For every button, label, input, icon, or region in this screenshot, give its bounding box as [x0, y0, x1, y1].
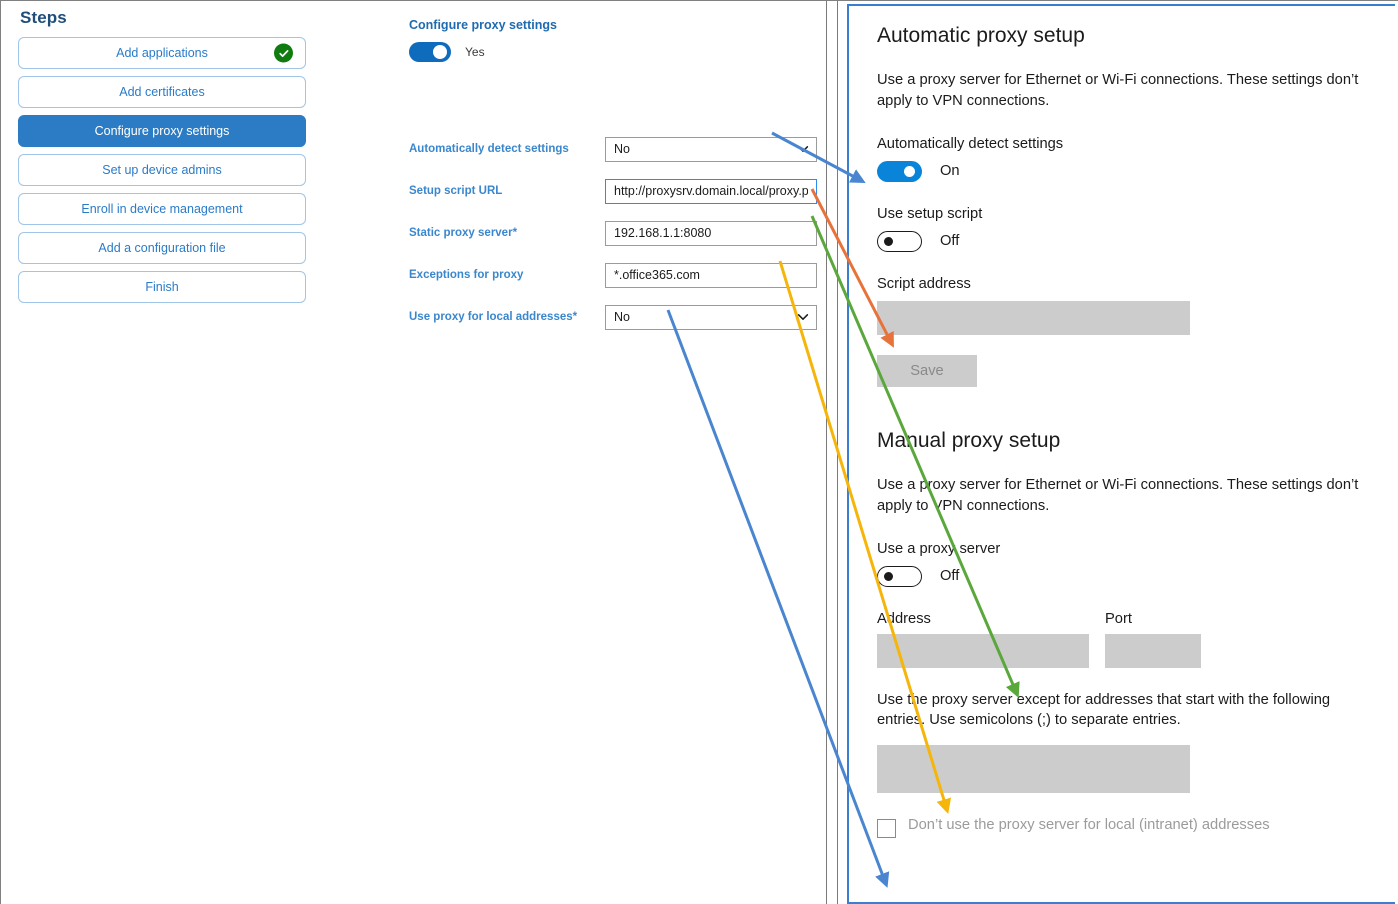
field-label-text: Automatically detect settings: [409, 143, 569, 155]
port-column: Port: [1105, 611, 1201, 668]
step-item-configure-proxy-settings[interactable]: Configure proxy settings: [18, 115, 306, 147]
step-item-enroll-in-device-management[interactable]: Enroll in device management: [18, 193, 306, 225]
panel-divider-left: [826, 1, 827, 904]
input-value: *.office365.com: [614, 268, 700, 282]
automatic-proxy-description: Use a proxy server for Ethernet or Wi-Fi…: [877, 72, 1359, 109]
use-setup-script-toggle[interactable]: [877, 230, 922, 252]
configure-proxy-toggle-label: Yes: [465, 45, 485, 59]
step-label: Configure proxy settings: [94, 124, 230, 138]
field-label: Setup script URL: [409, 185, 605, 197]
step-label: Set up device admins: [102, 163, 222, 177]
automatically-detect-settings-select[interactable]: No: [605, 136, 817, 162]
field-row-static-proxy-server: Static proxy server* 192.168.1.1:8080: [409, 212, 817, 254]
use-a-proxy-server-label: Use a proxy server: [877, 540, 1001, 557]
toggle-knob: [884, 236, 893, 246]
field-label: Exceptions for proxy: [409, 269, 605, 281]
step-item-set-up-device-admins[interactable]: Set up device admins: [18, 154, 306, 186]
section-spacer: [877, 387, 1367, 429]
frame-top-border: [0, 0, 1398, 1]
field-label: Automatically detect settings: [409, 143, 605, 155]
steps-title: Steps: [20, 8, 67, 27]
use-a-proxy-server-state: Off: [940, 568, 960, 584]
automatically-detect-settings-state: On: [940, 163, 960, 180]
script-address-input[interactable]: [877, 300, 1190, 335]
use-setup-script-state: Off: [940, 233, 960, 250]
port-label: Port: [1105, 610, 1132, 627]
field-label: Static proxy server*: [409, 227, 605, 239]
script-address-label: Script address: [877, 275, 971, 292]
field-label-text: Use proxy for local addresses: [409, 311, 573, 323]
input-value: http://proxysrv.domain.local/proxy.pa: [614, 184, 808, 198]
use-a-proxy-server-toggle[interactable]: [877, 565, 922, 587]
configure-proxy-toggle-row: Yes: [409, 42, 817, 62]
chevron-down-icon: [797, 311, 809, 323]
configure-proxy-form: Configure proxy settings Yes Automatical…: [409, 18, 817, 338]
step-label: Finish: [145, 280, 179, 294]
step-item-add-a-configuration-file[interactable]: Add a configuration file: [18, 232, 306, 264]
toggle-knob: [884, 571, 893, 581]
field-row-setup-script-url: Setup script URL http://proxysrv.domain.…: [409, 170, 817, 212]
step-label: Add certificates: [119, 85, 205, 99]
step-label: Add applications: [116, 46, 208, 60]
panel-divider-right: [837, 1, 838, 904]
use-proxy-for-local-addresses-select[interactable]: No: [605, 304, 817, 330]
field-label-text: Exceptions for proxy: [409, 269, 524, 281]
windows-proxy-settings-panel: Automatic proxy setup Use a proxy server…: [847, 4, 1395, 904]
select-value: No: [614, 310, 630, 324]
automatically-detect-settings-row: On: [877, 160, 1367, 182]
field-label-text: Static proxy server: [409, 227, 513, 239]
step-label: Enroll in device management: [81, 202, 243, 216]
configure-proxy-toggle[interactable]: [409, 42, 451, 62]
automatically-detect-settings-label: Automatically detect settings: [877, 135, 1064, 152]
chevron-down-icon: [797, 143, 809, 155]
address-label: Address: [877, 610, 931, 627]
field-row-use-proxy-for-local-addresses: Use proxy for local addresses* No: [409, 296, 817, 338]
step-item-add-applications[interactable]: Add applications: [18, 37, 306, 69]
exceptions-for-proxy-input[interactable]: *.office365.com: [605, 262, 817, 288]
frame-left-border: [0, 1, 1, 904]
use-setup-script-row: Off: [877, 230, 1367, 252]
field-label-text: Setup script URL: [409, 185, 503, 197]
setup-script-url-input[interactable]: http://proxysrv.domain.local/proxy.pa: [605, 178, 817, 204]
field-row-automatically-detect-settings: Automatically detect settings No: [409, 128, 817, 170]
step-item-finish[interactable]: Finish: [18, 271, 306, 303]
automatic-proxy-setup-heading: Automatic proxy setup: [877, 24, 1085, 47]
automatically-detect-settings-toggle[interactable]: [877, 160, 922, 182]
exceptions-input[interactable]: [877, 745, 1190, 794]
form-fields: Automatically detect settings No Setup s…: [409, 128, 817, 338]
input-value: 192.168.1.1:8080: [614, 226, 712, 240]
select-value: No: [614, 142, 630, 156]
manual-proxy-setup-heading: Manual proxy setup: [877, 428, 1061, 452]
step-item-add-certificates[interactable]: Add certificates: [18, 76, 306, 108]
required-marker: *: [572, 311, 578, 323]
use-a-proxy-server-row: Off: [877, 565, 1367, 587]
steps-panel: Steps Add applications Add certificates …: [18, 8, 306, 310]
static-proxy-server-input[interactable]: 192.168.1.1:8080: [605, 220, 817, 246]
manual-proxy-description: Use a proxy server for Ethernet or Wi-Fi…: [877, 476, 1359, 514]
address-input[interactable]: [877, 633, 1089, 668]
address-port-row: Address Port: [877, 611, 1367, 668]
use-setup-script-label: Use setup script: [877, 205, 983, 222]
step-label: Add a configuration file: [98, 241, 226, 255]
exceptions-description: Use the proxy server except for addresse…: [877, 691, 1331, 729]
bypass-local-addresses-row[interactable]: Don’t use the proxy server for local (in…: [877, 817, 1367, 839]
required-marker: *: [512, 227, 518, 239]
form-heading: Configure proxy settings: [409, 18, 557, 32]
check-circle-icon: [274, 43, 293, 63]
field-row-exceptions-for-proxy: Exceptions for proxy *.office365.com: [409, 254, 817, 296]
address-column: Address: [877, 611, 1089, 668]
bypass-local-addresses-checkbox[interactable]: [877, 819, 896, 839]
field-label: Use proxy for local addresses*: [409, 311, 605, 323]
port-input[interactable]: [1105, 633, 1201, 668]
toggle-knob: [904, 165, 915, 177]
save-button[interactable]: Save: [877, 354, 977, 387]
toggle-knob: [433, 45, 447, 59]
bypass-local-addresses-label: Don’t use the proxy server for local (in…: [908, 817, 1270, 834]
